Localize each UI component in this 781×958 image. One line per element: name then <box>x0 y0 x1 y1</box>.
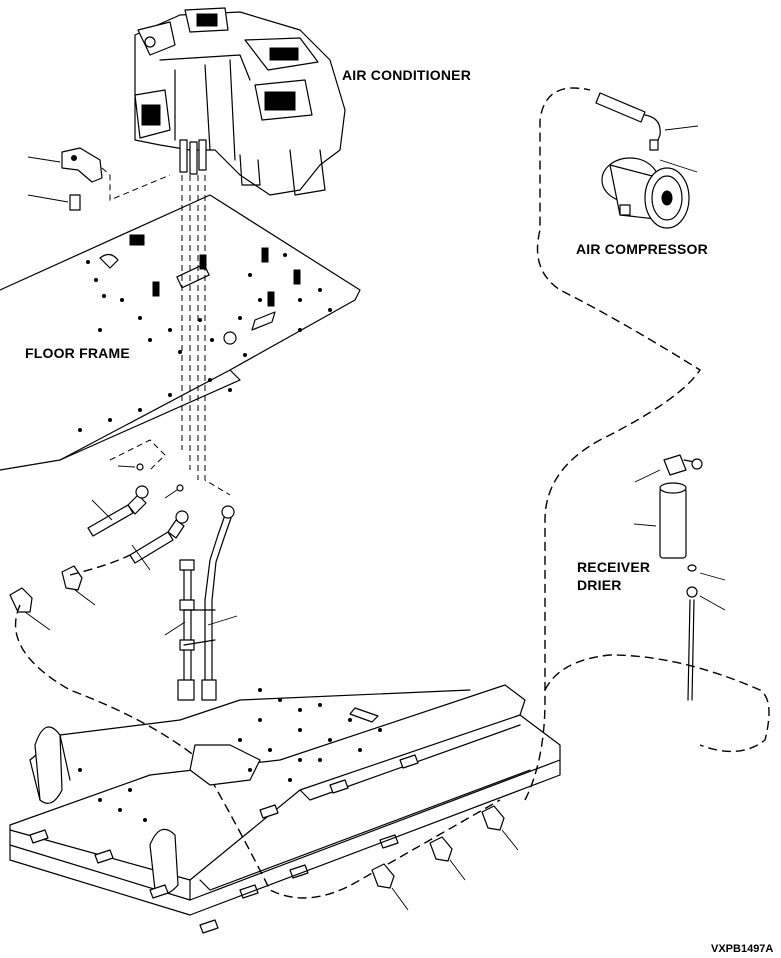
hose-clamps-bottom <box>371 805 519 911</box>
air-compressor-label: AIR COMPRESSOR <box>576 241 708 257</box>
bolt-hole <box>208 378 212 382</box>
bolt-hole <box>348 718 352 722</box>
floor-frame <box>0 194 361 471</box>
bolt-hole <box>108 418 112 422</box>
bolt-hole <box>258 688 262 692</box>
bolt-hole <box>288 778 292 782</box>
bolt-hole <box>210 338 214 342</box>
receiver-drier-label-line1: RECEIVER <box>577 559 650 575</box>
hose-clamps-left <box>9 565 96 631</box>
bolt-hole <box>120 298 124 302</box>
bolt-hole <box>178 350 182 354</box>
hose-routing-right <box>524 87 701 801</box>
bolt-hole <box>228 388 232 392</box>
bolt-hole <box>143 818 147 822</box>
bolt-hole <box>148 338 152 342</box>
bolt-hole <box>138 316 142 320</box>
bolt-hole <box>298 298 302 302</box>
floor-frame-label: FLOOR FRAME <box>25 345 130 361</box>
bolt-hole <box>298 758 302 762</box>
bolt-hole <box>258 298 262 302</box>
bolt-hole <box>328 308 332 312</box>
bolt-hole <box>98 328 102 332</box>
bolt-hole <box>283 253 287 257</box>
figure-code: VXPB1497A <box>711 943 773 955</box>
bolt-hole <box>243 353 247 357</box>
bolt-hole <box>78 428 82 432</box>
bolt-hole <box>298 328 302 332</box>
bolt-hole <box>318 758 322 762</box>
bolt-hole <box>268 748 272 752</box>
bolt-hole <box>128 788 132 792</box>
bolt-hole <box>168 328 172 332</box>
bolt-hole <box>278 698 282 702</box>
receiver-drier <box>633 454 726 701</box>
bolt-hole <box>378 728 382 732</box>
bolt-hole <box>298 708 302 712</box>
bolt-hole <box>238 316 242 320</box>
bolt-hole <box>168 393 172 397</box>
bolt-hole <box>98 798 102 802</box>
mounting-bracket <box>27 147 171 211</box>
bolt-hole <box>318 703 322 707</box>
hose-assemblies <box>87 463 238 701</box>
bolt-hole <box>102 294 106 298</box>
air-conditioner-label: AIR CONDITIONER <box>342 67 471 83</box>
bolt-hole <box>328 738 332 742</box>
hose-routing-left <box>15 604 501 899</box>
bolt-hole <box>86 260 90 264</box>
bolt-hole <box>258 718 262 722</box>
cab-base-holes <box>78 688 382 822</box>
bolt-hole <box>358 748 362 752</box>
bolt-hole <box>248 768 252 772</box>
bolt-hole <box>94 278 98 282</box>
receiver-drier-label-line2: DRIER <box>577 577 622 593</box>
bolt-hole <box>298 728 302 732</box>
bolt-hole <box>238 738 242 742</box>
bolt-hole <box>118 808 122 812</box>
bolt-hole <box>248 273 252 277</box>
air-conditioner-unit <box>134 7 346 196</box>
bolt-hole <box>138 408 142 412</box>
air-compressor <box>595 92 699 229</box>
bolt-hole <box>318 288 322 292</box>
floor-frame-holes <box>78 253 332 432</box>
bolt-hole <box>198 318 202 322</box>
bolt-hole <box>78 768 82 772</box>
cab-base-frame <box>9 684 561 934</box>
